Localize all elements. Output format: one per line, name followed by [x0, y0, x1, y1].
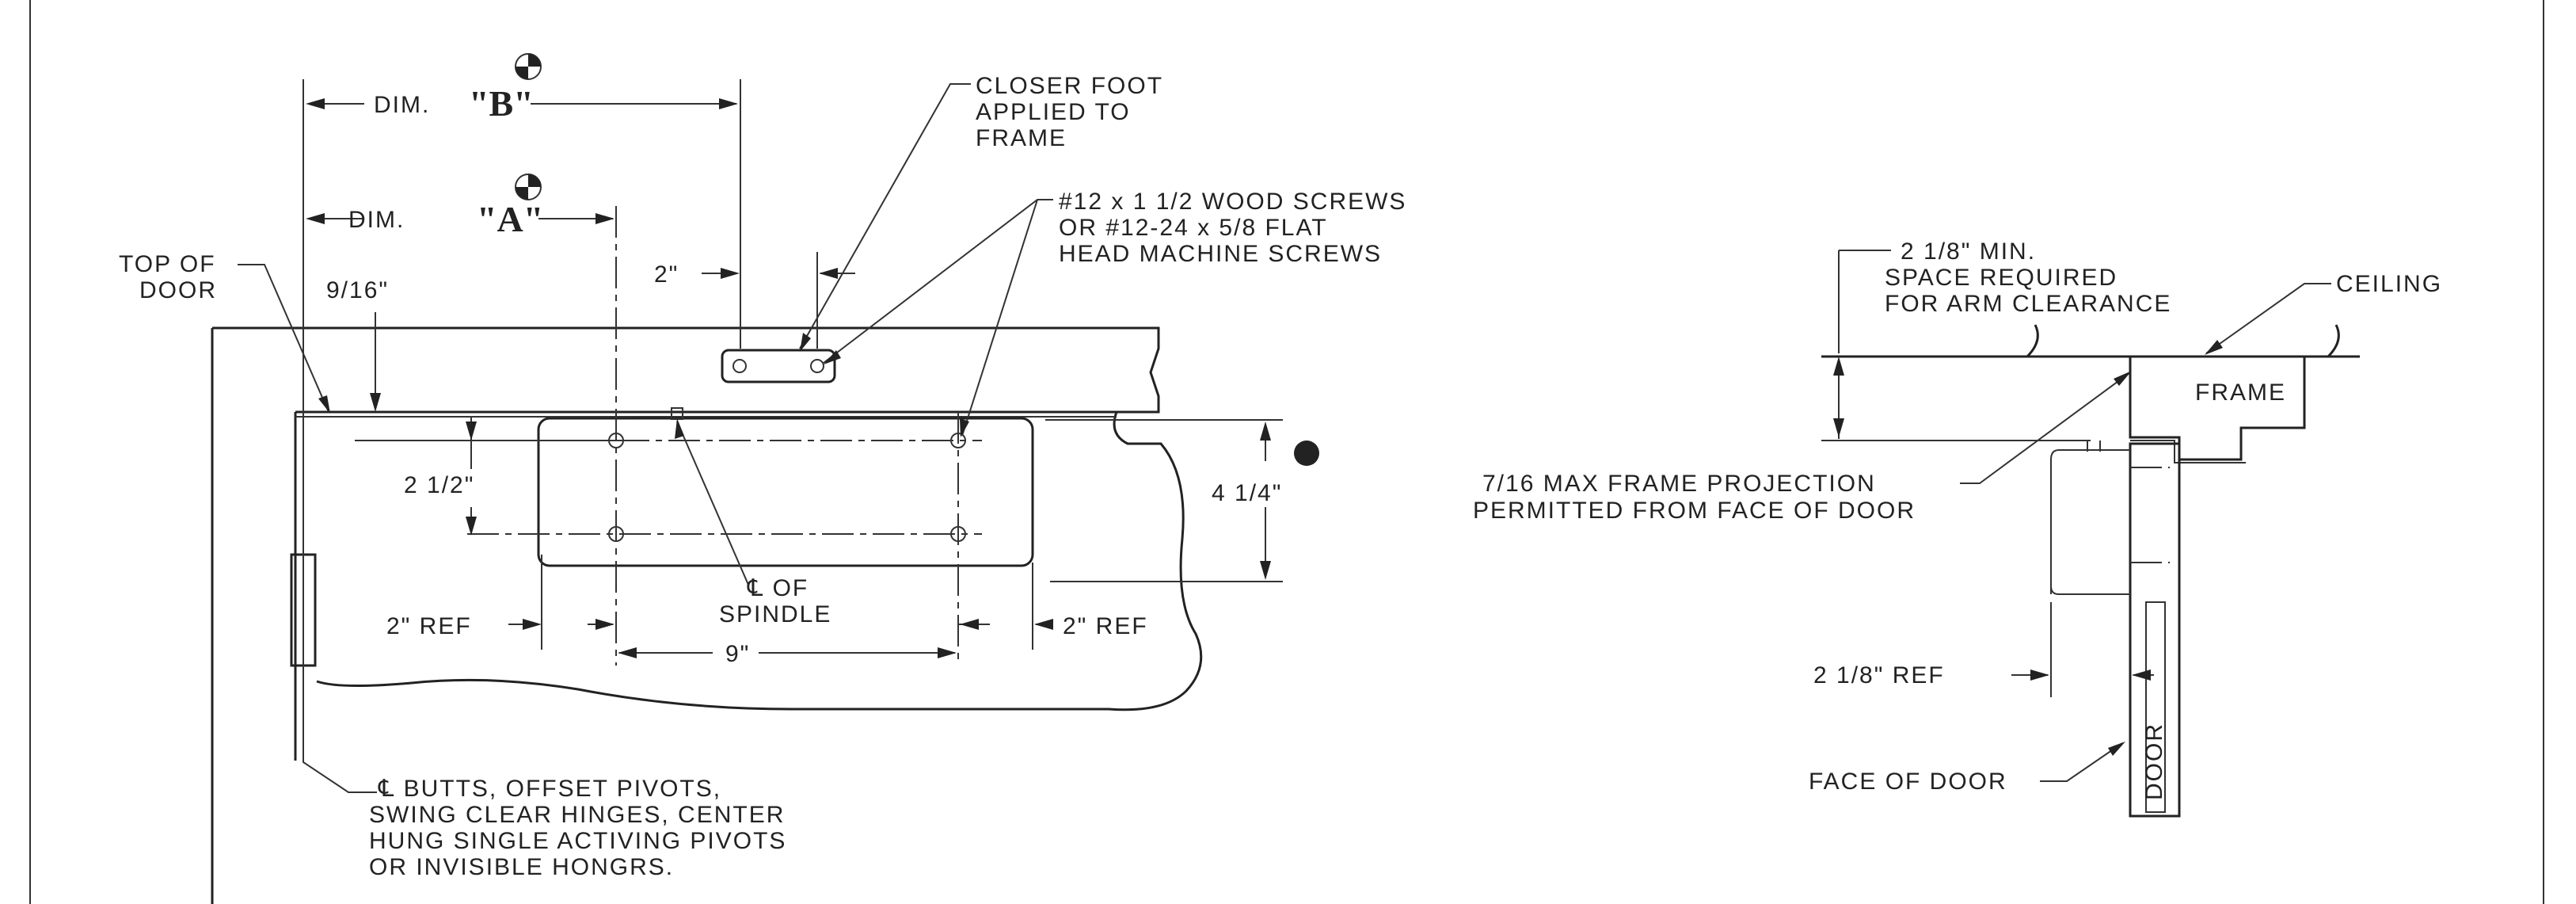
- screws-label-3: HEAD MACHINE SCREWS: [1059, 241, 1382, 267]
- closer-foot-label-3: FRAME: [976, 125, 1067, 151]
- closer-foot: [721, 349, 836, 383]
- dim-2-ref-left-label: 2" REF: [386, 613, 472, 639]
- sheet-border: [29, 0, 2544, 904]
- min-space-label-1: 2 1/8" MIN.: [1901, 238, 2036, 265]
- door-top-edge: [295, 410, 1203, 711]
- butts-label-2: SWING CLEAR HINGES, CENTER: [369, 802, 785, 828]
- frame-label: FRAME: [2195, 380, 2286, 406]
- foot-screw-left: [732, 359, 747, 373]
- dim-b-label: DIM.: [374, 92, 430, 118]
- min-space-label-2: SPACE REQUIRED: [1885, 265, 2117, 291]
- dim-b-symbol: [515, 53, 542, 80]
- dim-a-letter: "A": [477, 199, 543, 239]
- dim-a-symbol: [515, 174, 542, 200]
- top-of-door-label-1: TOP OF: [119, 251, 216, 277]
- frame-section: [2129, 355, 2306, 461]
- door-stile: [2145, 601, 2166, 813]
- closer-body: [537, 417, 1034, 567]
- door-label: DOOR: [2141, 723, 2167, 800]
- closer-arm-section: [2050, 449, 2130, 594]
- butts-label-1: ℄ BUTTS, OFFSET PIVOTS,: [378, 776, 721, 802]
- butts-label-3: HUNG SINGLE ACTIVING PIVOTS: [369, 828, 786, 854]
- screws-label-1: #12 x 1 1/2 WOOD SCREWS: [1059, 189, 1406, 215]
- dim-2-1-2-label: 2 1/2": [404, 472, 474, 498]
- butts-label-4: OR INVISIBLE HONGRS.: [369, 854, 674, 880]
- spindle-label-2: SPINDLE: [719, 601, 831, 627]
- dim-2-label: 2": [654, 261, 679, 288]
- door-elevation-view: DIM. "B" DIM. "A" CLOSER FOOT APPLIED TO…: [119, 53, 1406, 904]
- foot-screw-right: [810, 359, 824, 373]
- projection-label-1: 7/16 MAX FRAME PROJECTION: [1482, 471, 1876, 497]
- face-of-door-label: FACE OF DOOR: [1809, 769, 2007, 795]
- ceiling-label: CEILING: [2336, 271, 2442, 297]
- dim-a-label: DIM.: [348, 207, 405, 233]
- door-section: [2129, 442, 2181, 818]
- screws-label-2: OR #12-24 x 5/8 FLAT: [1059, 215, 1328, 241]
- dim-b-letter: "B": [469, 83, 534, 124]
- frame-outline: [212, 326, 1160, 414]
- spindle-label-1: ℄ OF: [747, 575, 809, 601]
- dim-2-ref-right-label: 2" REF: [1063, 613, 1148, 639]
- dim-9-label: 9": [725, 641, 750, 667]
- min-space-label-3: FOR ARM CLEARANCE: [1885, 291, 2171, 317]
- projection-label-2: PERMITTED FROM FACE OF DOOR: [1473, 498, 1916, 524]
- closer-foot-label-1: CLOSER FOOT: [976, 73, 1163, 99]
- closer-foot-label-2: APPLIED TO: [976, 99, 1131, 125]
- top-of-door-label-2: DOOR: [139, 277, 217, 303]
- dim-2-1-8-ref-label: 2 1/8" REF: [1813, 662, 1945, 688]
- dim-9-16-label: 9/16": [326, 277, 389, 303]
- dim-4-1-4-label: 4 1/4": [1212, 480, 1282, 506]
- section-view: 2 1/8" MIN. SPACE REQUIRED FOR ARM CLEAR…: [1473, 238, 2442, 818]
- dim-4-1-4-symbol: [1294, 441, 1319, 466]
